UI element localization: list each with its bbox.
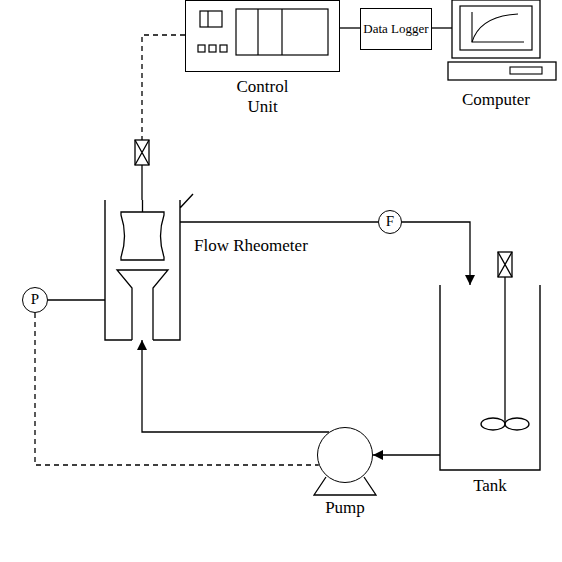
- connector-line: [142, 35, 185, 140]
- connector-line: [373, 454, 440, 455]
- connector: [373, 455, 440, 456]
- connector-line: [340, 27, 360, 28]
- connector-line: [180, 221, 378, 222]
- node-label: Pump: [325, 498, 365, 517]
- flow-rheometer: Flow Rheometer: [105, 200, 180, 340]
- mixer-motor: [498, 252, 512, 277]
- computer-drawing: [452, 0, 540, 80]
- valve-symbol: [135, 140, 149, 165]
- node-label: Control Unit: [237, 77, 289, 116]
- impeller: [481, 418, 505, 430]
- connector: [402, 222, 470, 285]
- connector-line: [142, 340, 329, 432]
- connector: [142, 35, 185, 200]
- control-unit-drawing: [186, 1, 339, 71]
- connector: [35, 313, 319, 465]
- node-label: Data Logger: [363, 22, 428, 37]
- connector: [432, 28, 452, 29]
- label-holder: Flow Rheometer: [194, 236, 308, 256]
- connector-line: [432, 27, 452, 28]
- label-holder: Computer: [462, 90, 530, 110]
- connector-line: [141, 165, 142, 200]
- data-logger: Data Logger: [360, 8, 432, 50]
- connector: [142, 340, 329, 432]
- mixer-shaft: [504, 277, 505, 422]
- node-label: Flow Rheometer: [194, 236, 308, 255]
- connector: [340, 28, 360, 29]
- control-unit: Control Unit: [185, 0, 340, 72]
- label-holder: Tank: [473, 476, 507, 496]
- impeller: [505, 418, 529, 430]
- connector-line: [48, 299, 105, 300]
- pump: Pump: [317, 427, 373, 483]
- connector: [48, 300, 105, 301]
- node-label: P: [31, 291, 39, 308]
- connector-line: [35, 313, 319, 465]
- node-label: F: [386, 213, 394, 230]
- node-label: Computer: [462, 90, 530, 109]
- flow-rheometer-drawing: [105, 200, 180, 340]
- connector-line: [402, 222, 470, 285]
- tank-drawing: [440, 285, 540, 470]
- label-holder: Control Unit: [223, 77, 303, 116]
- tank: Tank: [440, 285, 540, 470]
- computer: Computer: [452, 0, 540, 80]
- connector: [180, 222, 378, 223]
- pressure-gauge: P: [22, 287, 48, 313]
- node-label: Tank: [473, 476, 507, 495]
- label-holder: Pump: [325, 498, 365, 518]
- flow-meter: F: [378, 210, 402, 234]
